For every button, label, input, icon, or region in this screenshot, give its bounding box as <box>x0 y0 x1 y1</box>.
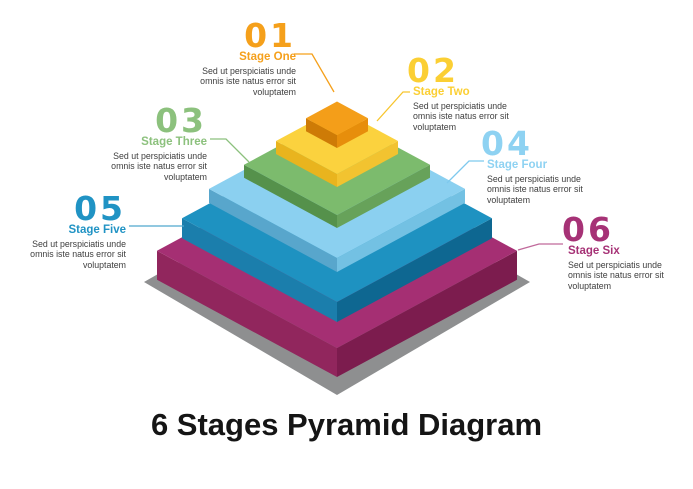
description-line: omnis iste natus error sit <box>200 76 296 87</box>
pyramid-layer-2-left-face <box>276 141 337 187</box>
description-line: Sed ut perspiciatis unde <box>413 101 507 111</box>
stage-two-label: Stage Two <box>413 86 470 98</box>
stage-6-leader-line <box>517 243 563 251</box>
pyramid-layer-6-left-face <box>157 250 337 377</box>
pyramid-layer-4-right-face <box>337 188 465 272</box>
stage-six-description: Sed ut perspiciatis unde omnis iste natu… <box>568 260 693 291</box>
pyramid-layer-1-top-face <box>306 101 368 135</box>
description-line: omnis iste natus error sit <box>111 161 207 172</box>
description-line: omnis iste natus error sit <box>487 184 583 195</box>
pyramid-layer-1-right-face <box>337 118 368 148</box>
stage-four-callout: 04 Stage Four Sed ut perspiciatis unde o… <box>481 124 666 205</box>
stage-two-callout: 02 Stage Two Sed ut perspiciatis unde om… <box>407 51 592 132</box>
pyramid-layer-4-left-face <box>209 188 337 272</box>
description-line: Sed ut perspiciatis unde <box>487 174 581 184</box>
pyramid-layer-6-right-face <box>337 250 517 377</box>
stage-one-description: Sed ut perspiciatis unde omnis iste natu… <box>111 66 296 97</box>
stage-four-description: Sed ut perspiciatis unde omnis iste natu… <box>487 174 666 205</box>
pyramid-layer-3-left-face <box>244 164 337 228</box>
stage-six-callout: 06 Stage Six Sed ut perspiciatis unde om… <box>562 210 693 291</box>
stage-six-number: 06 <box>562 210 614 249</box>
description-line: omnis iste natus error sit <box>568 270 664 281</box>
pyramid-layer-1-left-face <box>306 118 337 148</box>
pyramid-layer-3-right-face <box>337 164 430 228</box>
description-line: voluptatem <box>568 280 612 291</box>
stage-four-label: Stage Four <box>487 159 548 171</box>
stage-two-number: 02 <box>407 51 459 90</box>
stage-five-description: Sed ut perspiciatis unde omnis iste natu… <box>0 239 126 270</box>
stage-three-callout: 03 Stage Three Sed ut perspiciatis unde … <box>22 101 207 182</box>
stage-four-number: 04 <box>481 124 533 163</box>
stage-three-description: Sed ut perspiciatis unde omnis iste natu… <box>22 151 207 182</box>
description-line: omnis iste natus error sit <box>413 111 509 122</box>
stage-1-leader-line <box>294 53 335 93</box>
stage-five-label: Stage Five <box>68 224 126 236</box>
pyramid-layer-2-right-face <box>337 141 398 187</box>
description-line: Sed ut perspiciatis unde <box>113 151 207 161</box>
stage-five-number: 05 <box>74 189 126 228</box>
stage-4-leader-line <box>446 160 484 184</box>
stage-2-leader-line <box>376 91 410 122</box>
pyramid-layer-5-left-face <box>182 218 337 322</box>
stage-one-callout: 01 Stage One Sed ut perspiciatis unde om… <box>111 16 296 97</box>
stage-one-label: Stage One <box>239 51 296 63</box>
description-line: omnis iste natus error sit <box>30 249 126 260</box>
pyramid-layer-5-right-face <box>337 218 492 322</box>
description-line: Sed ut perspiciatis unde <box>202 66 296 76</box>
stage-three-label: Stage Three <box>141 136 207 148</box>
description-line: voluptatem <box>82 259 126 270</box>
description-line: Sed ut perspiciatis unde <box>32 239 126 249</box>
stage-six-label: Stage Six <box>568 245 620 257</box>
description-line: voluptatem <box>252 86 296 97</box>
stage-one-number: 01 <box>244 16 296 55</box>
stage-two-description: Sed ut perspiciatis unde omnis iste natu… <box>413 101 592 132</box>
diagram-title: 6 Stages Pyramid Diagram <box>150 407 543 442</box>
description-line: voluptatem <box>487 194 531 205</box>
stage-3-leader-line <box>210 138 250 163</box>
stage-five-callout: 05 Stage Five Sed ut perspiciatis unde o… <box>0 189 126 270</box>
description-line: voluptatem <box>163 171 207 182</box>
stage-three-number: 03 <box>155 101 207 140</box>
description-line: voluptatem <box>413 121 457 132</box>
description-line: Sed ut perspiciatis unde <box>568 260 662 270</box>
